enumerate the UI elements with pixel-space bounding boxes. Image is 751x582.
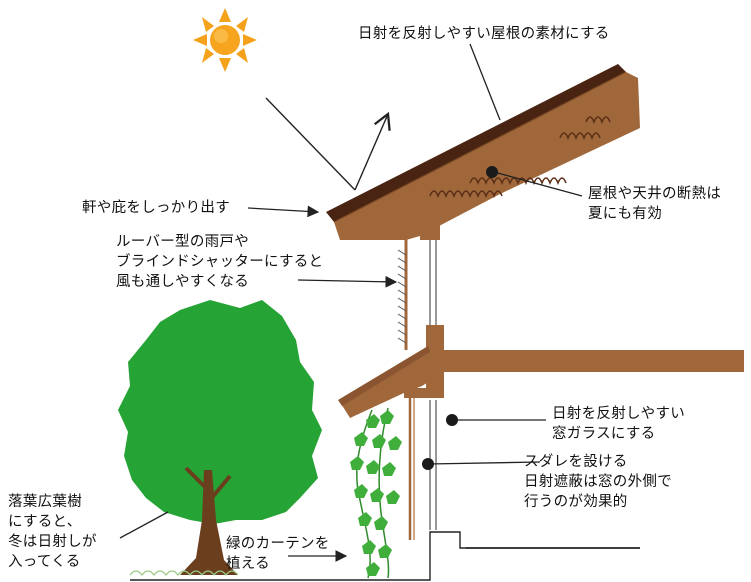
label-eaves: 軒や庇をしっかり出す (82, 200, 230, 216)
label-louver: ルーバー型の雨戸や ブラインドシャッターにすると 風も通しやすくなる (116, 234, 324, 290)
label-roof-material: 日射を反射しやすい屋根の素材にする (358, 26, 610, 42)
fascia-beam (404, 200, 440, 240)
green-curtain-vine (350, 407, 402, 579)
roof-insulation (429, 116, 611, 199)
deciduous-tree (118, 300, 322, 576)
ground (130, 531, 640, 581)
label-sudare: スダレを設ける 日射遮蔽は窓の外側で 行うのが効果的 (524, 454, 672, 510)
label-window-glass: 日射を反射しやすい 窓ガラスにする (552, 406, 686, 442)
sudare-blind (408, 398, 415, 540)
floor-beam (338, 325, 744, 418)
roof (326, 64, 640, 240)
callout-dots (422, 166, 498, 470)
sunlight-rays (265, 97, 391, 191)
leader-lines (119, 43, 583, 562)
label-insulation: 屋根や天井の断熱は 夏にも有効 (588, 186, 722, 222)
label-deciduous-tree: 落葉広葉樹 にすると、 冬は日射しが 入ってくる (8, 494, 97, 570)
louver-shutter (397, 236, 408, 350)
sun-icon (193, 8, 257, 72)
label-green-curtain: 緑のカーテンを 植える (226, 536, 330, 572)
